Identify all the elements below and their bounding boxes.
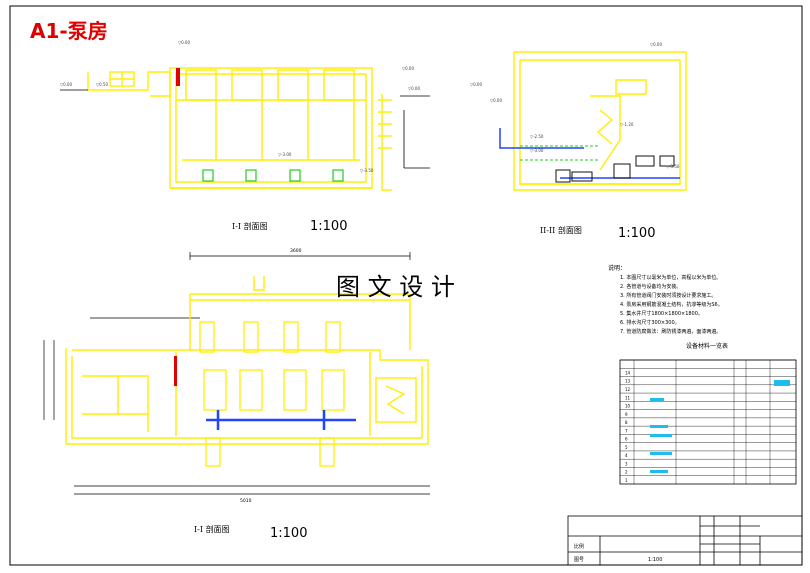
svg-text:▽-1.20: ▽-1.20 [620, 122, 634, 127]
note-line: 3. 所有管道阀门安装时须按设计要求施工。 [620, 292, 716, 299]
watermark-text: 图 文 设 计 [336, 273, 455, 301]
section-1-marker [176, 68, 180, 86]
table-title: 设备材料一览表 [686, 342, 728, 350]
drawing-frame [9, 5, 803, 566]
section-2-blue-pipe [499, 128, 680, 179]
note-line: 6. 排水沟尺寸300×300。 [620, 319, 680, 326]
table-row-number: 7 [625, 428, 628, 433]
note-line: 1. 本图尺寸以毫米为单位，高程以米为单位。 [620, 274, 721, 281]
plan-top-dimension: 3600 [290, 248, 302, 254]
titleblock-value: 1:100 [648, 557, 662, 563]
section-2-scale: 1:100 [618, 226, 655, 241]
plan-label: I-I 剖面图 [194, 524, 230, 534]
table-row-number: 11 [625, 395, 631, 400]
note-line: 7. 管道防腐做法：刷防锈漆两遍，面漆两遍。 [620, 328, 721, 335]
table-row-number: 3 [625, 461, 628, 466]
notes-list: 1. 本图尺寸以毫米为单位，高程以米为单位。 2. 各管道与设备均为安装。 3.… [620, 274, 723, 335]
section-1-scale: 1:100 [310, 219, 347, 234]
section-1-level-marks: ▽0.00 ▽0.50 ▽0.00 ▽-3.00 ▽-3.50 ▽0.00 ▽0… [60, 40, 420, 173]
drawing-title: A1-泵房 [30, 19, 108, 43]
plan-pump-motors [209, 377, 339, 403]
table-row-number: 14 [625, 370, 631, 375]
title-block [567, 515, 803, 566]
titleblock-label-2: 图号 [574, 557, 584, 563]
section-2-level-marks: ▽0.00 ▽0.00 ▽0.00 ▽-2.50 ▽-3.00 ▽-1.20 ▽… [470, 42, 680, 169]
note-line: 2. 各管道与设备均为安装。 [620, 283, 681, 290]
svg-text:▽-2.50: ▽-2.50 [530, 134, 544, 139]
plan-pump-units [199, 321, 345, 411]
table-row-number: 9 [625, 412, 628, 417]
section-1-drawing [87, 67, 392, 191]
section-2-drawing [513, 51, 687, 191]
plan-bottom-dimension: 5010 [240, 498, 252, 504]
titleblock-label-1: 比例 [574, 543, 584, 550]
plan-dimension-lines [43, 252, 430, 495]
section-2-green-water [520, 145, 600, 161]
table-row-number: 10 [625, 404, 631, 409]
plan-scale: 1:100 [270, 526, 307, 541]
svg-text:▽0.00: ▽0.00 [490, 98, 502, 103]
svg-text:▽0.00: ▽0.00 [60, 82, 72, 87]
section-1-pumps [202, 169, 344, 182]
section-2-label: II-II 剖面图 [540, 225, 582, 235]
plan-header-pipe [206, 410, 356, 430]
note-line: 4. 泵房采用钢筋混凝土结构，抗渗等级为S6。 [620, 301, 723, 308]
plan-walls [65, 276, 429, 445]
svg-text:▽-3.00: ▽-3.00 [278, 152, 292, 157]
svg-text:▽-3.50: ▽-3.50 [360, 168, 374, 173]
section-2-pump-set [555, 155, 675, 183]
svg-text:▽0.00: ▽0.00 [470, 82, 482, 87]
plan-outlet-pipes [205, 437, 335, 467]
svg-text:▽0.00: ▽0.00 [402, 66, 414, 71]
table-row-number: 5 [625, 445, 628, 450]
notes-title: 说明： [608, 264, 626, 272]
svg-text:▽-3.50: ▽-3.50 [666, 164, 680, 169]
table-row-number: 4 [625, 453, 628, 458]
svg-text:▽0.00: ▽0.00 [650, 42, 662, 47]
plan-marker [174, 356, 177, 386]
table-row-number: 12 [625, 387, 631, 392]
note-line: 5. 集水井尺寸1800×1800×1800。 [620, 310, 703, 317]
section-1-label: I-I 剖面图 [232, 221, 268, 231]
table-row-number: 8 [625, 420, 628, 425]
svg-text:▽-3.00: ▽-3.00 [530, 148, 544, 153]
equipment-table: 14 13 12 11 10 9 8 7 6 5 4 3 2 1 [619, 359, 797, 485]
table-row-number: 13 [625, 379, 631, 384]
section-1-annotations [60, 89, 430, 169]
table-row-number: 1 [625, 478, 628, 483]
table-row-number: 6 [625, 437, 628, 442]
svg-text:▽0.50: ▽0.50 [96, 82, 108, 87]
table-row-number: 2 [625, 470, 628, 475]
svg-text:▽0.00: ▽0.00 [178, 40, 190, 45]
svg-text:▽0.00: ▽0.00 [408, 86, 420, 91]
